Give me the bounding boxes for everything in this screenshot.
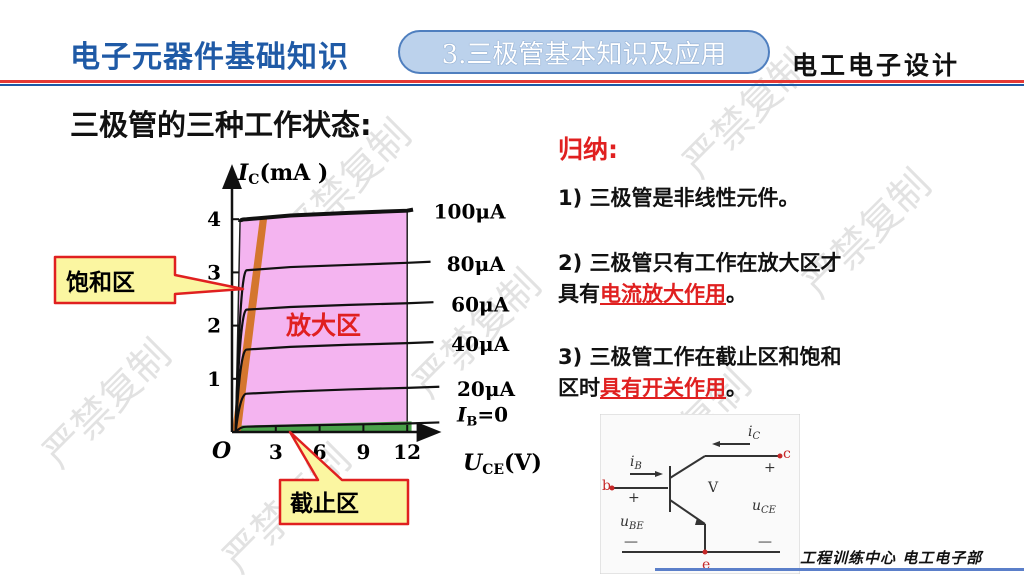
main-heading: 三极管的三种工作状态: [70, 108, 372, 142]
x-tick-label: 12 [393, 440, 421, 464]
ib-curve-label: 100μA [434, 200, 506, 224]
ib-curve [234, 421, 440, 433]
summary-title: 归纳: [558, 135, 618, 164]
x-axis-label: UCE(V) [463, 450, 542, 478]
x-tick-label: 3 [269, 440, 283, 464]
saturation-label: 饱和区 [66, 269, 135, 296]
switching-highlight: 具有开关作用 [600, 376, 726, 400]
footer-label: 工程训练中心 电工电子部 [800, 549, 983, 567]
ib-curve-label: 80μA [447, 252, 505, 276]
y-tick-label: 3 [207, 260, 221, 284]
ib-curve [238, 207, 414, 223]
ib-curve-label: IB=0 [456, 402, 508, 429]
transistor-label: V [707, 480, 719, 496]
uce-plus: + [764, 460, 776, 476]
y-tick-label: 1 [207, 367, 221, 391]
summary-point-1: 1) 三极管是非线性元件。 [558, 186, 800, 210]
base-terminal: b [602, 478, 611, 494]
summary-point-2: 2) 三极管只有工作在放大区才具有电流放大作用。 [558, 251, 842, 306]
collector-terminal: c [783, 446, 791, 462]
ib-curve [234, 340, 434, 433]
ube-plus: + [628, 490, 640, 506]
x-tick-label: 9 [356, 440, 370, 464]
ib-curve-label: 60μA [451, 292, 509, 316]
cutoff-callout: 截止区 [278, 430, 410, 526]
transistor-circuit-diagram: iC iB c b e V + + — — uCE uBE [600, 414, 800, 574]
y-tick-label: 2 [207, 314, 221, 338]
ib-curve-label: 40μA [451, 332, 509, 356]
summary-point-3: 3) 三极管工作在截止区和饱和区时具有开关作用。 [558, 345, 842, 400]
ib-label: iB [630, 454, 642, 472]
saturation-callout: 饱和区 [53, 255, 245, 305]
footer-divider [655, 568, 1024, 571]
saturation-region [232, 219, 268, 432]
header-divider-red [0, 80, 1024, 83]
section-pill: 3.三极管基本知识及应用 [398, 30, 770, 74]
uce-minus: — [758, 534, 772, 550]
slide-title: 电子元器件基础知识 [70, 40, 349, 75]
ube-label: uBE [620, 514, 644, 532]
ic-label: iC [748, 424, 760, 442]
ib-curve [234, 385, 440, 433]
ib-curve-label: 20μA [457, 377, 515, 401]
cutoff-label: 截止区 [290, 491, 359, 517]
current-amplification-highlight: 电流放大作用 [600, 282, 726, 306]
emitter-terminal: e [702, 557, 710, 573]
y-tick-label: 4 [207, 207, 221, 231]
y-axis-label: IC(mA ) [237, 160, 328, 188]
header-divider-blue [0, 84, 1024, 86]
uce-label: uCE [752, 498, 777, 516]
active-region-label: 放大区 [285, 311, 361, 340]
course-label: 电工电子设计 [792, 51, 961, 80]
ube-minus: — [624, 534, 638, 550]
origin-label: O [212, 438, 231, 464]
